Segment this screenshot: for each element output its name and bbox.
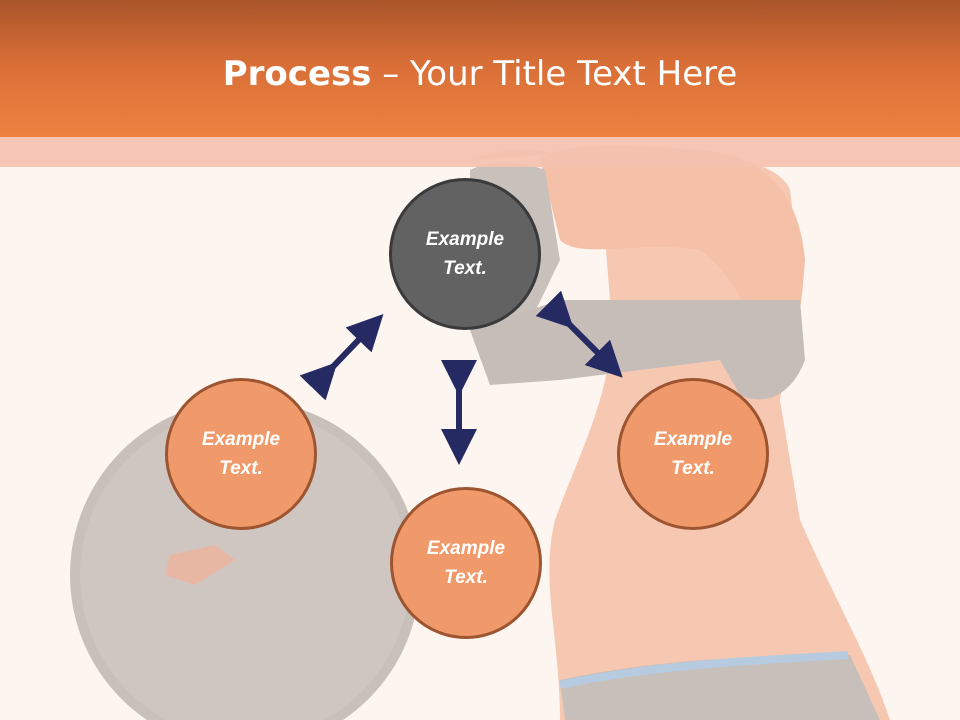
node-label-line2: Text. bbox=[671, 458, 715, 479]
arrow-top-right bbox=[535, 290, 623, 378]
title-bold: Process bbox=[222, 54, 372, 94]
title-bar bbox=[0, 0, 960, 137]
arm bbox=[540, 145, 805, 400]
title-band bbox=[0, 137, 960, 167]
node-label-line1: Example bbox=[201, 429, 281, 450]
node-label-line2: Text. bbox=[219, 458, 263, 479]
node-label-line1: Example bbox=[425, 229, 505, 250]
node-label-line2: Text. bbox=[443, 258, 487, 279]
title-rest: – Your Title Text Here bbox=[371, 54, 738, 94]
node-label-line1: Example bbox=[426, 538, 506, 559]
slide-title: Process – Your Title Text Here bbox=[0, 52, 960, 96]
node-label-line1: Example bbox=[653, 429, 733, 450]
arrow-top-left bbox=[299, 314, 384, 401]
node-label-line2: Text. bbox=[444, 567, 488, 588]
